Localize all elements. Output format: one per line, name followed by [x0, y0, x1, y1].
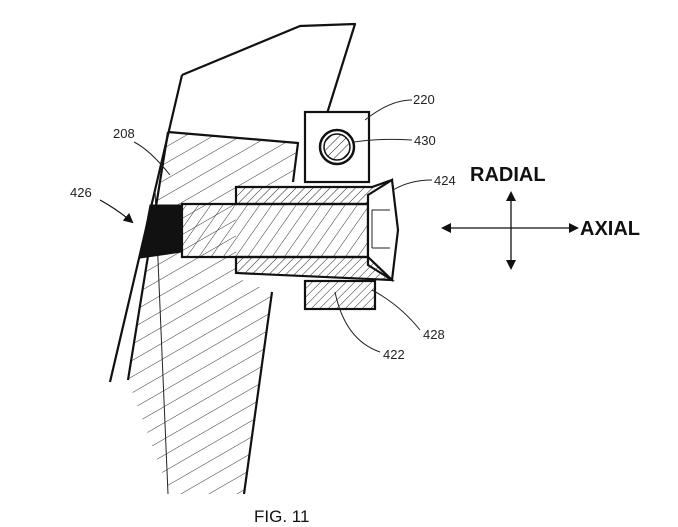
- label-220: 220: [413, 92, 435, 107]
- direction-indicator: [441, 191, 579, 270]
- pin-430: [318, 128, 356, 166]
- label-422: 422: [383, 347, 405, 362]
- label-430: 430: [414, 133, 436, 148]
- label-428: 428: [423, 327, 445, 342]
- label-424: 424: [434, 173, 456, 188]
- label-426: 426: [70, 185, 92, 200]
- thread-region-426: [139, 204, 183, 259]
- leader-lines: [133, 99, 433, 353]
- label-208: 208: [113, 126, 135, 141]
- bolt-head: [366, 178, 400, 282]
- label-axial: AXIAL: [580, 218, 640, 240]
- bolt-body: [180, 202, 370, 259]
- label-radial: RADIAL: [470, 164, 546, 186]
- arrow-426: [99, 199, 134, 224]
- nut-422: [303, 279, 377, 311]
- figure-caption: FIG. 11: [254, 507, 309, 526]
- sleeve-lower: [234, 255, 395, 282]
